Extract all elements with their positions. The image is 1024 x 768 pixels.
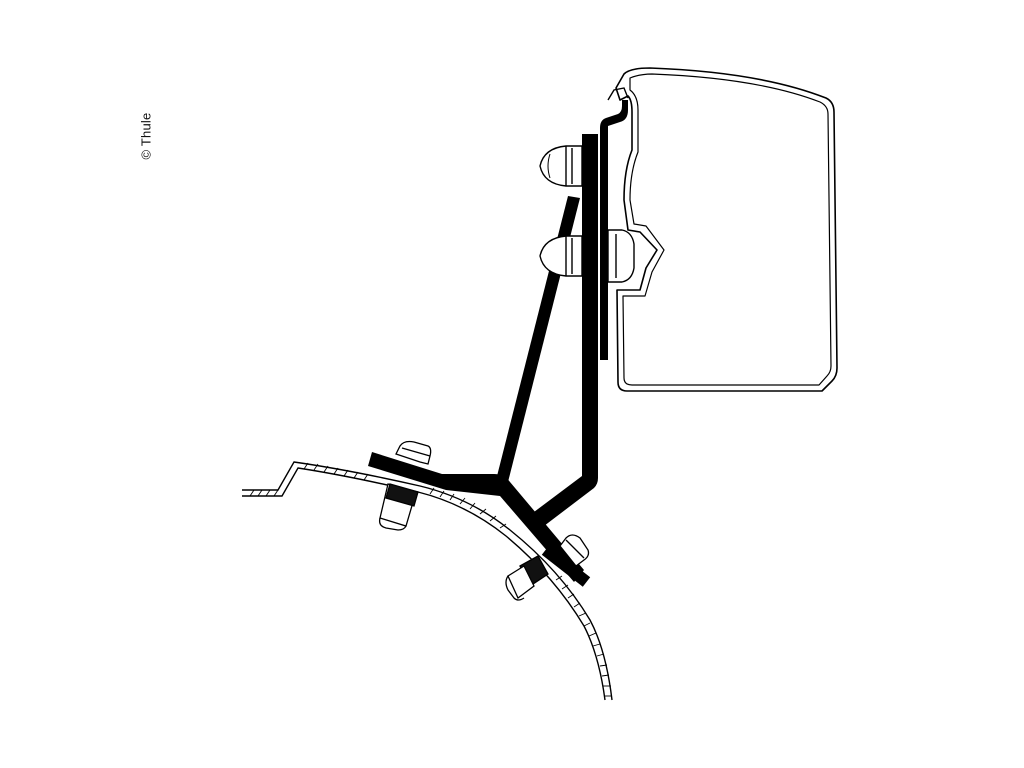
front-bolt-head: [539, 145, 583, 187]
vertical-adapter-arm: [534, 134, 598, 526]
roof-bracket-plate: [368, 452, 584, 582]
copyright-notice: © Thule: [138, 112, 154, 160]
roof-mount-bolt: [378, 440, 432, 531]
roof-panel-hatching: [249, 462, 612, 697]
side-mount-bolt: [505, 534, 590, 601]
vehicle-roof-panel: [242, 461, 613, 701]
lower-bolt-head: [539, 229, 635, 283]
side-bracket-plate: [541, 545, 591, 587]
awning-profile-rail: [600, 87, 629, 360]
awning-housing: [615, 67, 838, 392]
